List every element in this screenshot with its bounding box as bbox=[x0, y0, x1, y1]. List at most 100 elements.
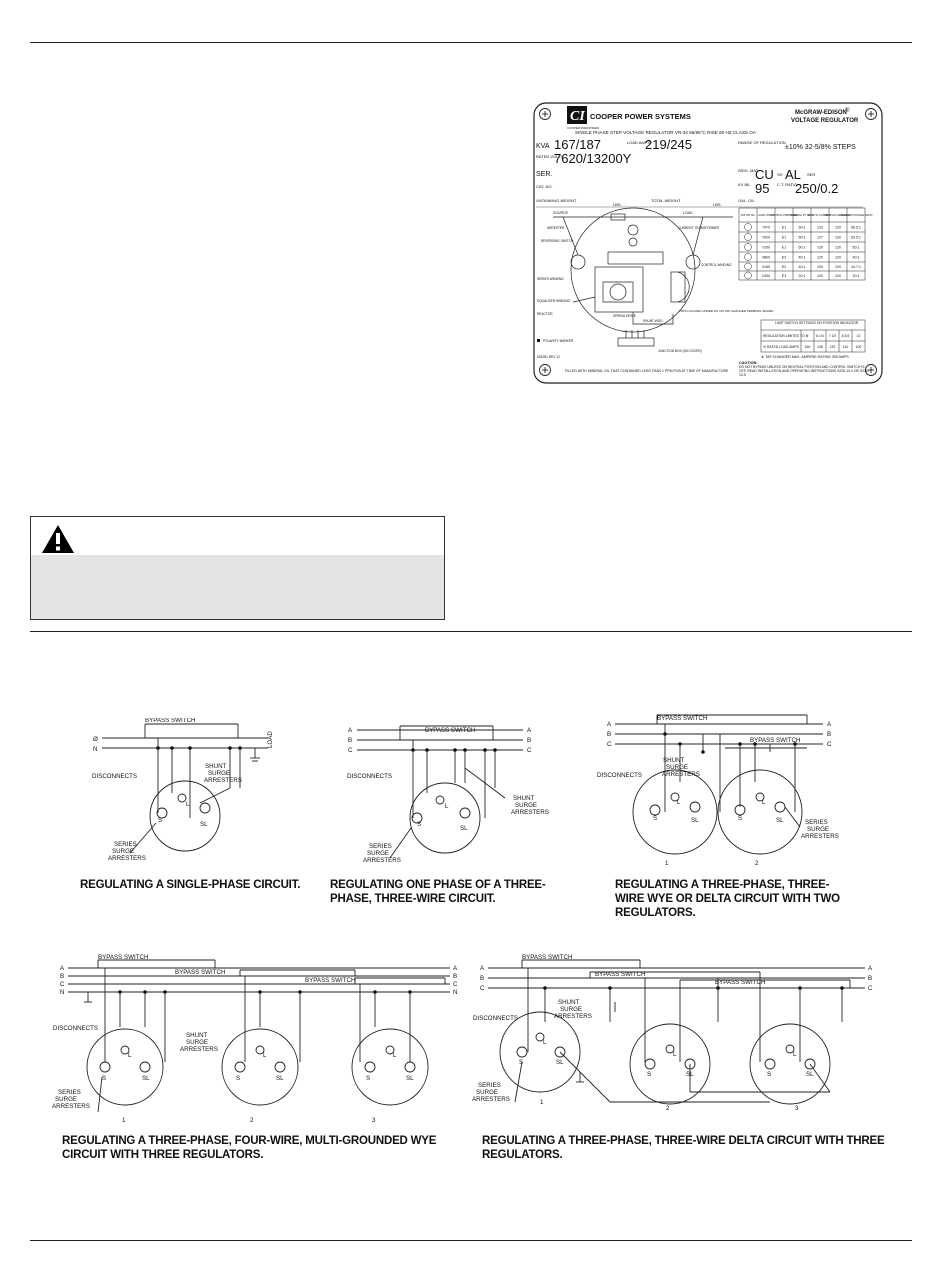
d1-s-label: S bbox=[158, 817, 162, 824]
d1-n-label: N bbox=[93, 746, 97, 753]
tap-table-cell: 104 bbox=[817, 265, 823, 269]
total-weight-label: TOTAL WEIGHT bbox=[651, 198, 681, 203]
kv-bil-value: 95 bbox=[755, 181, 769, 196]
tap-table-cell: 60:1 bbox=[799, 246, 806, 250]
d1-l-label: L bbox=[186, 801, 190, 808]
d4-sl2-label: SL bbox=[276, 1075, 284, 1082]
tap-table-cell: 120 bbox=[835, 236, 841, 240]
tap-table-cell: 34.7:1 bbox=[851, 265, 861, 269]
tap-table-cell: 63.5:1 bbox=[851, 236, 861, 240]
np-equalizer-label: EQUALIZER WINDING bbox=[537, 299, 571, 303]
warning-header-bar bbox=[31, 517, 444, 555]
d3-b-label: B bbox=[607, 731, 611, 738]
tap-table-cell: E2 bbox=[782, 265, 786, 269]
d3-disconnects-label: DISCONNECTS bbox=[597, 772, 642, 779]
svg-text:CI: CI bbox=[570, 109, 585, 124]
tap-table-cell: 120 bbox=[835, 246, 841, 250]
tap-table-header: TEST VOLTAGE RATIO bbox=[824, 213, 852, 217]
tap-table-cell: 133 bbox=[817, 226, 823, 230]
d5-b-label-r: B bbox=[868, 975, 872, 982]
d3-shunt-label: SHUNT bbox=[663, 757, 685, 764]
cat-label: CAT. NO. bbox=[536, 184, 553, 189]
d4-l2-label: L bbox=[263, 1052, 267, 1059]
d2-arresters-label: ARRESTERS bbox=[511, 809, 549, 816]
d4-num-2: 2 bbox=[250, 1117, 254, 1124]
caption-single-phase: REGULATING A SINGLE-PHASE CIRCUIT. bbox=[80, 879, 301, 891]
d5-s1-label: S bbox=[519, 1059, 523, 1066]
d4-shunt-label: SHUNT bbox=[186, 1032, 208, 1039]
d2-disconnects-label: DISCONNECTS bbox=[347, 773, 392, 780]
d2-bypass-label: BYPASS SWITCH bbox=[425, 727, 475, 734]
polarity-marker-icon bbox=[537, 339, 540, 342]
d4-sl3-label: SL bbox=[406, 1075, 414, 1082]
d5-num-1: 1 bbox=[540, 1099, 544, 1106]
top-rule bbox=[30, 42, 912, 43]
d5-l2-label: L bbox=[673, 1051, 677, 1058]
ct-ratio-label: C.T. RATIO bbox=[777, 182, 797, 187]
d3-surge-label: SURGE bbox=[666, 764, 688, 771]
d4-disconnects-label: DISCONNECTS bbox=[53, 1025, 98, 1032]
d2-c-label: C bbox=[348, 747, 353, 754]
d3-series-arresters-label: ARRESTERS bbox=[801, 833, 839, 840]
np-polarity-label: POLARITY MARKER bbox=[543, 339, 574, 343]
d3-b-label-r: B bbox=[827, 731, 831, 738]
d4-num-1: 1 bbox=[122, 1117, 126, 1124]
d1-phase-label: Ø bbox=[93, 736, 98, 743]
limit-row1-label: REGULATION LIMITED TO ± bbox=[763, 334, 808, 338]
kva-label: KVA bbox=[536, 143, 550, 150]
d3-s1-label: S bbox=[653, 815, 657, 822]
d4-series-label: SERIES bbox=[58, 1089, 81, 1096]
tap-table-header: TAP OR NO. bbox=[741, 213, 756, 217]
d5-bypass-label: BYPASS SWITCH bbox=[522, 954, 572, 961]
tap-table-cell: 7620 bbox=[762, 236, 770, 240]
caption-one-phase-three-wire: REGULATING ONE PHASE OF A THREE-PHASE, T… bbox=[330, 879, 546, 905]
caution-text: DO NOT BYPASS UNLESS ON NEUTRAL POSITION… bbox=[739, 365, 869, 377]
d3-l2-label: L bbox=[762, 799, 766, 806]
cooper-logo-icon: CI COOPER INDUSTRIES bbox=[567, 106, 599, 130]
tap-table-cell: 120 bbox=[817, 256, 823, 260]
tap-table-cell: 20:1 bbox=[853, 274, 860, 278]
d3-bypass-label-2: BYPASS SWITCH bbox=[750, 737, 800, 744]
d1-series-arresters-label: ARRESTERS bbox=[108, 855, 146, 862]
d3-s2-label: S bbox=[738, 815, 742, 822]
d4-s2-label: S bbox=[236, 1075, 240, 1082]
lbs-2: LBS. bbox=[713, 202, 722, 207]
diagram-two-regulators: BYPASS SWITCH BYPASS SWITCH DISCONNECTS … bbox=[597, 714, 839, 867]
maker-name: McGRAW-EDISON bbox=[795, 110, 847, 116]
tap-table-cell: 40:1 bbox=[853, 256, 860, 260]
d4-series-surge-label: SURGE bbox=[55, 1096, 77, 1103]
d2-s-label: S bbox=[417, 821, 421, 828]
ser-label: SER. bbox=[536, 171, 552, 178]
kva-value: 167/187 bbox=[554, 137, 601, 152]
d5-sl1-label: SL bbox=[556, 1059, 564, 1066]
d3-c-label: C bbox=[607, 741, 612, 748]
np-series-winding-label: SERIES WINDING bbox=[537, 277, 564, 281]
d5-arresters-label: ARRESTERS bbox=[554, 1013, 592, 1020]
diagram-single-phase: BYPASS SWITCH DISCONNECTS SHUNT SURGE AR… bbox=[92, 718, 274, 862]
caption-three-wire-delta: REGULATING A THREE-PHASE, THREE-WIRE DEL… bbox=[482, 1135, 885, 1161]
np-arrester-label: ARRESTER bbox=[547, 226, 565, 230]
tap-table bbox=[738, 207, 866, 281]
limit-regulation-value: 8 3/4 bbox=[842, 334, 850, 338]
d3-bypass-label: BYPASS SWITCH bbox=[657, 715, 707, 722]
nameplate: CI COOPER INDUSTRIES COOPER POWER SYSTEM… bbox=[533, 102, 883, 384]
d3-l1-label: L bbox=[677, 799, 681, 806]
limit-row2-label: % RATED LOAD AMPS bbox=[763, 345, 799, 349]
d4-l1-label: L bbox=[128, 1052, 132, 1059]
d4-n-label-r: N bbox=[453, 989, 457, 996]
diagram-four-wire-wye: BYPASS SWITCH BYPASS SWITCH BYPASS SWITC… bbox=[52, 954, 458, 1124]
tap-table-header: INTERNAL PT RATIO bbox=[789, 213, 814, 217]
d4-c-label-r: C bbox=[453, 981, 458, 988]
d3-series-surge-label: SURGE bbox=[807, 826, 829, 833]
tap-table-cell: E1 bbox=[782, 246, 786, 250]
d4-arresters-label: ARRESTERS bbox=[180, 1046, 218, 1053]
d5-s2-label: S bbox=[647, 1071, 651, 1078]
d2-sl-label: SL bbox=[460, 825, 468, 832]
tap-table-cell: 120 bbox=[817, 246, 823, 250]
d5-disconnects-label: DISCONNECTS bbox=[473, 1015, 518, 1022]
limit-load-value: 160 bbox=[805, 345, 811, 349]
np-junction-box-label: JUNCTION BOX (ON COVER) bbox=[658, 349, 702, 353]
d2-series-surge-label: SURGE bbox=[367, 850, 389, 857]
tap-table-cell: 120 bbox=[835, 226, 841, 230]
